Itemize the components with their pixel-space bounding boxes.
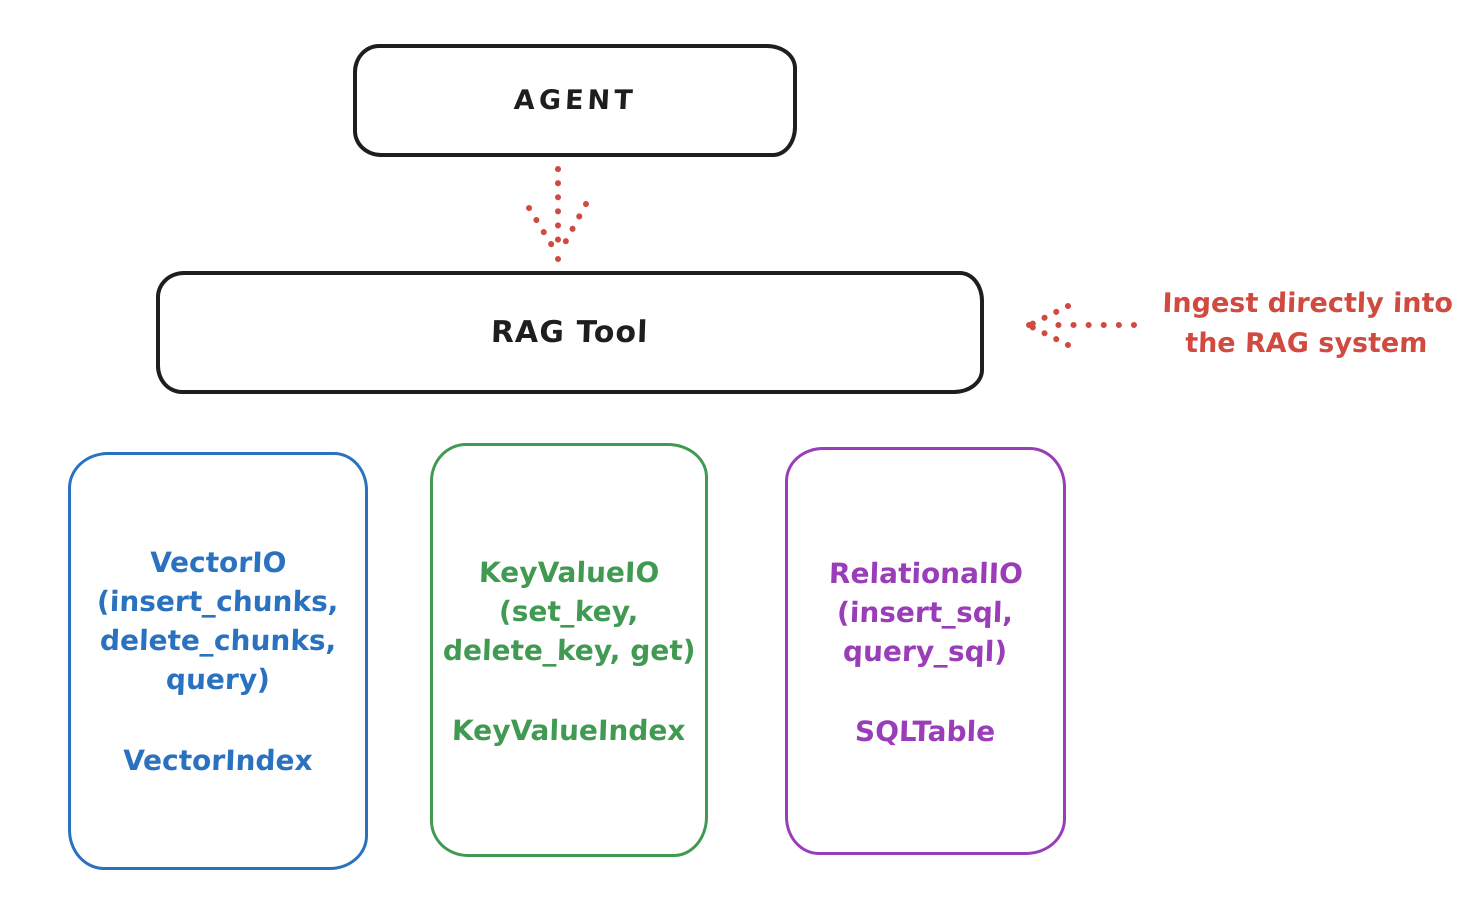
vector-io-title: VectorIO	[149, 546, 287, 579]
vector-io-method-line: delete_chunks,	[99, 624, 337, 657]
relational-io-method-line: (insert_sql,	[836, 596, 1015, 629]
keyvalue-index-label: KeyValueIndex	[451, 714, 687, 747]
relational-io-node: RelationalIO (insert_sql, query_sql) SQL…	[785, 447, 1066, 855]
keyvalue-io-node: KeyValueIO (set_key, delete_key, get) Ke…	[430, 443, 708, 857]
agent-node: AGENT	[353, 44, 797, 157]
vector-index-label: VectorIndex	[122, 744, 314, 777]
ingest-annotation-line2: the RAG system	[1184, 328, 1428, 359]
rag-tool-node: RAG Tool	[156, 271, 984, 394]
vector-io-method-line: (insert_chunks,	[96, 585, 340, 618]
keyvalue-io-method-line: (set_key,	[498, 595, 640, 628]
agent-label: AGENT	[512, 85, 638, 116]
vector-io-method-line: query)	[165, 663, 271, 696]
vector-io-node: VectorIO (insert_chunks, delete_chunks, …	[68, 452, 368, 870]
ingest-annotation-line1: Ingest directly into	[1161, 288, 1454, 319]
ingest-annotation: Ingest directly into the RAG system	[1139, 284, 1476, 364]
dotted-arrow-down-icon	[526, 166, 589, 262]
keyvalue-io-title: KeyValueIO	[478, 556, 660, 589]
relational-io-method-line: query_sql)	[842, 635, 1009, 668]
rag-tool-label: RAG Tool	[490, 315, 650, 350]
sql-table-label: SQLTable	[854, 715, 997, 748]
relational-io-title: RelationalIO	[827, 557, 1024, 590]
dotted-arrow-left-icon	[1026, 303, 1137, 348]
keyvalue-io-method-line: delete_key, get)	[442, 634, 696, 667]
